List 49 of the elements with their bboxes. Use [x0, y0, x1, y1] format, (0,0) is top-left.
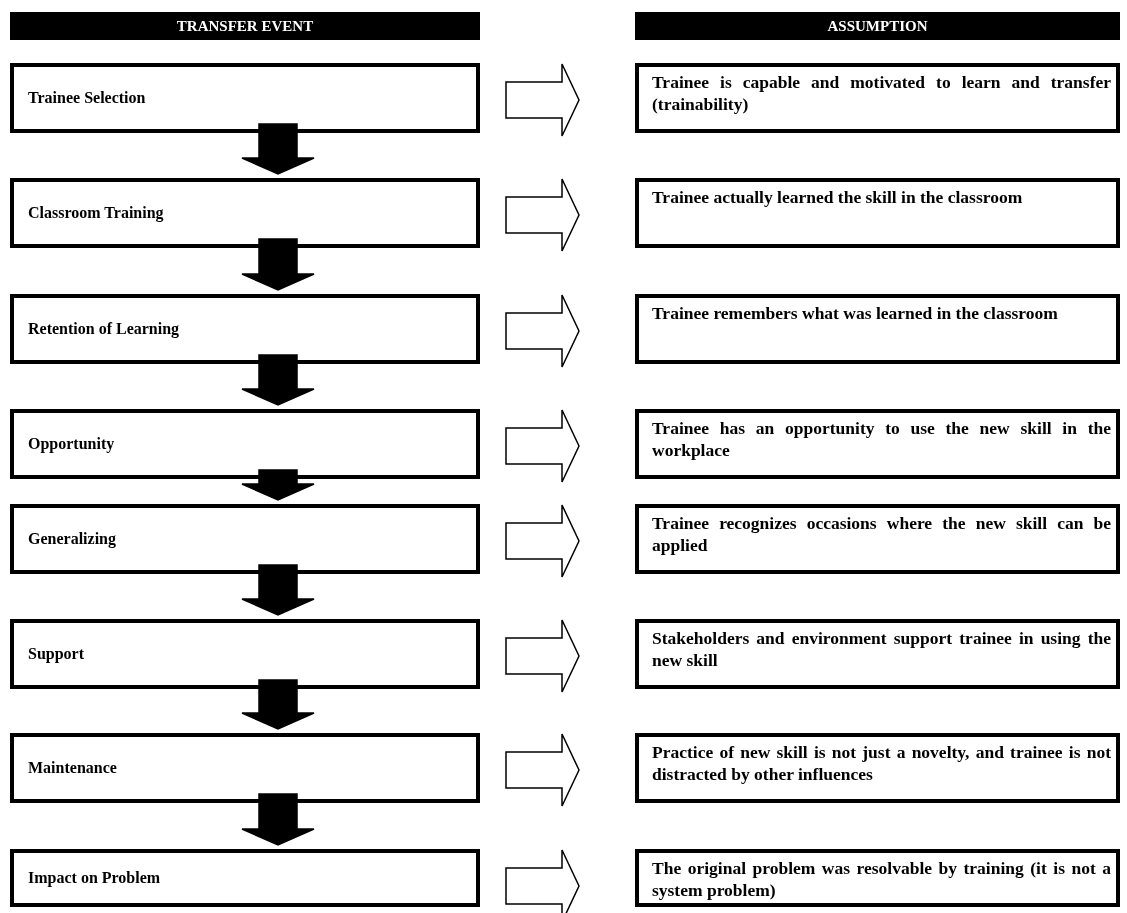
event-box: [10, 619, 480, 689]
block-arrow: [241, 793, 315, 846]
event-label: Impact on Problem: [28, 869, 161, 887]
hollow-arrow: [505, 409, 580, 483]
assumption-box: [635, 63, 1120, 133]
event-box: [10, 294, 480, 364]
hollow-arrow: [505, 63, 580, 137]
hollow-arrow: [505, 178, 580, 252]
assumption-text: Trainee is capable and motivated to learn and transfer (trainability): [652, 72, 1112, 114]
event-label: Generalizing: [28, 530, 116, 548]
assumption-box: [635, 409, 1120, 479]
event-box: [10, 63, 480, 133]
hollow-arrow: [505, 619, 580, 693]
event-box: [10, 733, 480, 803]
assumption-text: Stakeholders and environment support trainee in using the new skill: [652, 628, 1112, 670]
block-arrow: [241, 123, 315, 175]
column-header: ASSUMPTION: [635, 12, 1120, 40]
hollow-arrow: [505, 849, 580, 913]
event-box: [10, 178, 480, 248]
hollow-arrow: [505, 733, 580, 807]
block-arrow: [241, 469, 315, 501]
event-label: Retention of Learning: [28, 320, 180, 338]
event-label: Trainee Selection: [28, 89, 146, 107]
assumption-box: [635, 733, 1120, 803]
event-label: Opportunity: [28, 435, 115, 453]
column-header: TRANSFER EVENT: [10, 12, 480, 40]
assumption-text: Trainee recognizes occasions where the new skill can be applied: [652, 513, 1112, 555]
event-box: [10, 849, 480, 907]
block-arrow: [241, 238, 315, 291]
assumption-box: [635, 849, 1120, 907]
hollow-arrow: [505, 294, 580, 368]
assumption-text: The original problem was resolvable by training (it is not a system problem): [652, 858, 1112, 900]
assumption-box: [635, 619, 1120, 689]
event-label: Support: [28, 645, 85, 663]
event-label: Classroom Training: [28, 204, 164, 222]
event-box: [10, 409, 480, 479]
assumption-text: Trainee remembers what was learned in the classroom: [652, 303, 1058, 323]
event-box: [10, 504, 480, 574]
block-arrow: [241, 354, 315, 406]
block-arrow: [241, 564, 315, 616]
hollow-arrow: [505, 504, 580, 578]
assumption-text: Practice of new skill is not just a novelty, and trainee is not distracted by other influences: [652, 742, 1112, 784]
event-label: Maintenance: [28, 759, 117, 777]
assumption-box: [635, 178, 1120, 248]
assumption-box: [635, 294, 1120, 364]
assumption-text: Trainee actually learned the skill in the classroom: [652, 187, 1023, 207]
assumption-text: Trainee has an opportunity to use the new skill in the workplace: [652, 418, 1112, 460]
assumption-box: [635, 504, 1120, 574]
block-arrow: [241, 679, 315, 730]
